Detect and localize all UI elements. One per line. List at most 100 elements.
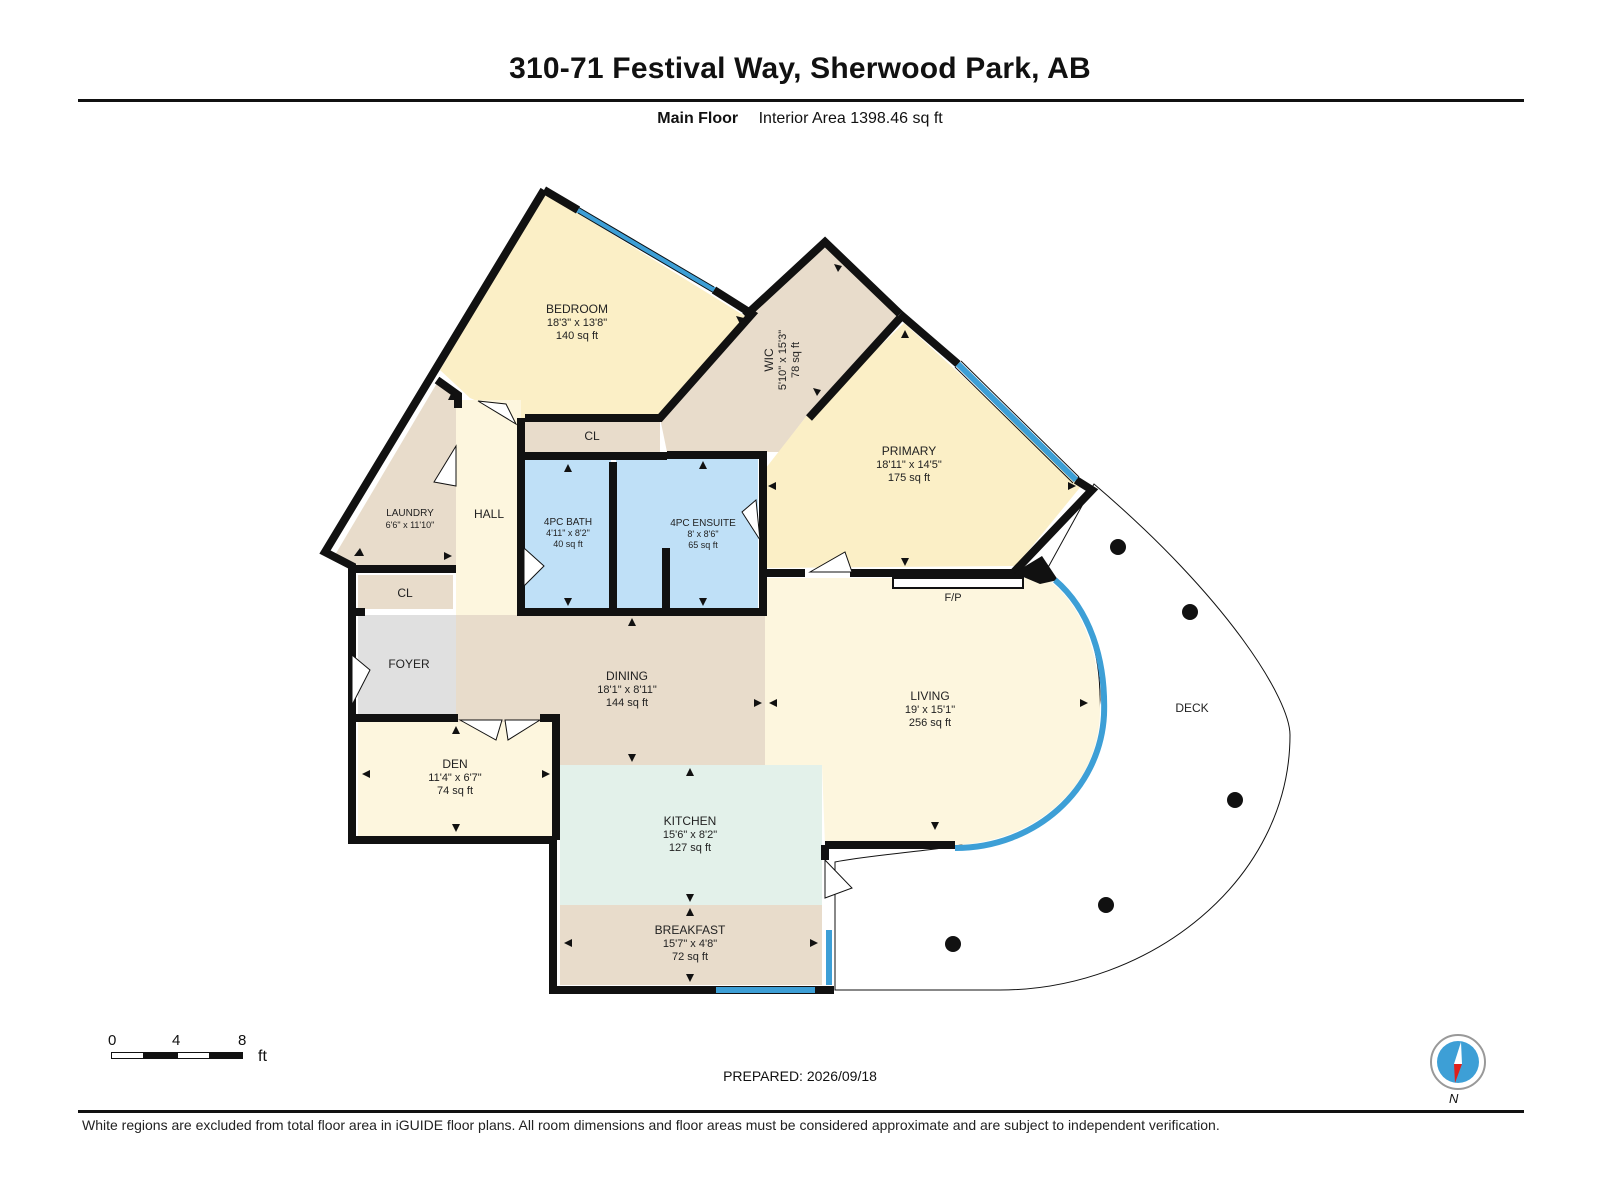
door-foyer [351,653,371,706]
dimension-arrow [686,974,694,982]
door-primary [808,551,853,573]
footer-divider [78,1110,1524,1113]
room-name-closet-laundry: CL [397,586,413,600]
room-name-bath: 4PC BATH [544,517,592,528]
laundry-floor [332,383,456,569]
room-name-laundry: LAUNDRY [386,508,434,519]
structural-column [1014,556,1058,584]
dimension-arrow [1080,699,1088,707]
room-dims-kitchen: 15'6" x 8'2" [663,829,717,841]
door-bedroom [477,400,518,426]
room-dims-living: 19' x 15'1" [905,704,955,716]
dimension-arrow [768,482,776,490]
room-name-deck: DECK [1175,701,1208,715]
dimension-arrow [686,894,694,902]
dimension-arrows [354,264,1088,982]
room-name-primary: PRIMARY [882,444,936,458]
deck-post [1227,792,1243,808]
room-dims-den: 11'4" x 6'7" [428,772,481,784]
room-dims-primary: 18'11" x 14'5" [876,459,942,471]
hall-floor [456,400,521,615]
room-dims-dining: 18'1" x 8'11" [597,684,657,696]
dimension-arrow [813,388,821,396]
deck-post [1110,539,1126,555]
deck-posts [945,539,1243,952]
scale-segment [177,1052,210,1059]
deck-post [1182,604,1198,620]
closet-laundry-floor [358,575,453,609]
dimension-arrow [564,464,572,472]
dimension-arrow [901,558,909,566]
closet-bedroom-floor [525,422,660,454]
door-bath [523,546,545,588]
room-name-fireplace: F/P [944,592,961,604]
window-bedroom [576,207,716,293]
window-primary [955,361,1079,483]
door-den-left [458,719,503,741]
wall-north-bedroom [541,186,581,214]
room-dims-ensuite: 8' x 8'6" [687,529,718,539]
bath-floor [525,460,611,610]
dimension-arrow [362,770,370,778]
foyer-floor [358,615,456,715]
page-title: 310-71 Festival Way, Sherwood Park, AB [509,52,1091,85]
scale-tick-0: 0 [108,1032,117,1049]
dimension-arrow [452,824,460,832]
wic-floor [660,247,898,452]
room-area-bedroom: 140 sq ft [556,330,598,342]
dimension-arrow [931,822,939,830]
deck-area [834,483,1291,991]
wic-label-group: WIC 5'10" x 15'3" 78 sq ft [762,330,802,390]
room-name-dining: DINING [606,669,648,683]
room-name-foyer: FOYER [388,657,430,671]
floor-name: Main Floor [657,110,739,127]
dimension-arrow [686,768,694,776]
dimension-arrow [452,726,460,734]
dimension-arrow [901,330,909,338]
room-dims-bedroom: 18'3" x 13'8" [547,317,607,329]
dimension-arrow [628,754,636,762]
dimension-arrow [754,699,762,707]
doors [351,400,853,899]
compass-icon: N [1430,1034,1486,1105]
door-den-right [504,719,542,741]
room-dims-wic: 5'10" x 15'3" [777,330,789,390]
wall-bath-box [517,418,767,616]
dimension-arrow [1068,482,1076,490]
window-line [960,360,1080,478]
dimension-arrow [699,598,707,606]
wall-bedroom-east [525,286,759,422]
dimension-arrow [444,552,452,560]
wall-primary-north [897,310,961,368]
breakfast-floor [560,905,822,985]
dimension-arrow [564,598,572,606]
room-name-bedroom: BEDROOM [546,302,608,316]
deck-post [1098,897,1114,913]
room-name-breakfast: BREAKFAST [655,923,726,937]
dimension-arrow [628,618,636,626]
room-area-bath: 40 sq ft [553,539,583,549]
floor-subtitle: Main Floor Interior Area 1398.46 sq ft [0,110,1600,128]
window-living [954,577,1108,851]
window-line [577,206,715,288]
room-dims-bath: 4'11" x 8'2" [546,528,590,538]
window-line [954,366,1074,484]
ensuite-floor [616,458,758,610]
wall-wic-north [742,236,903,319]
wall-west-exterior [319,187,834,994]
room-name-wic: WIC [762,348,776,372]
room-dims-breakfast: 15'7" x 4'8" [663,938,717,950]
living-floor [765,578,1100,845]
dimension-arrow [564,939,572,947]
room-name-kitchen: KITCHEN [664,814,717,828]
interior-area: Interior Area 1398.46 sq ft [758,110,943,127]
scale-segment [144,1052,177,1059]
bedroom-floor [440,192,748,420]
room-name-hall: HALL [474,507,504,521]
dimension-arrow [736,316,744,324]
disclaimer-text: White regions are excluded from total fl… [82,1117,1220,1133]
room-area-kitchen: 127 sq ft [669,842,711,854]
room-name-den: DEN [442,757,467,771]
dimension-arrow [448,392,456,400]
